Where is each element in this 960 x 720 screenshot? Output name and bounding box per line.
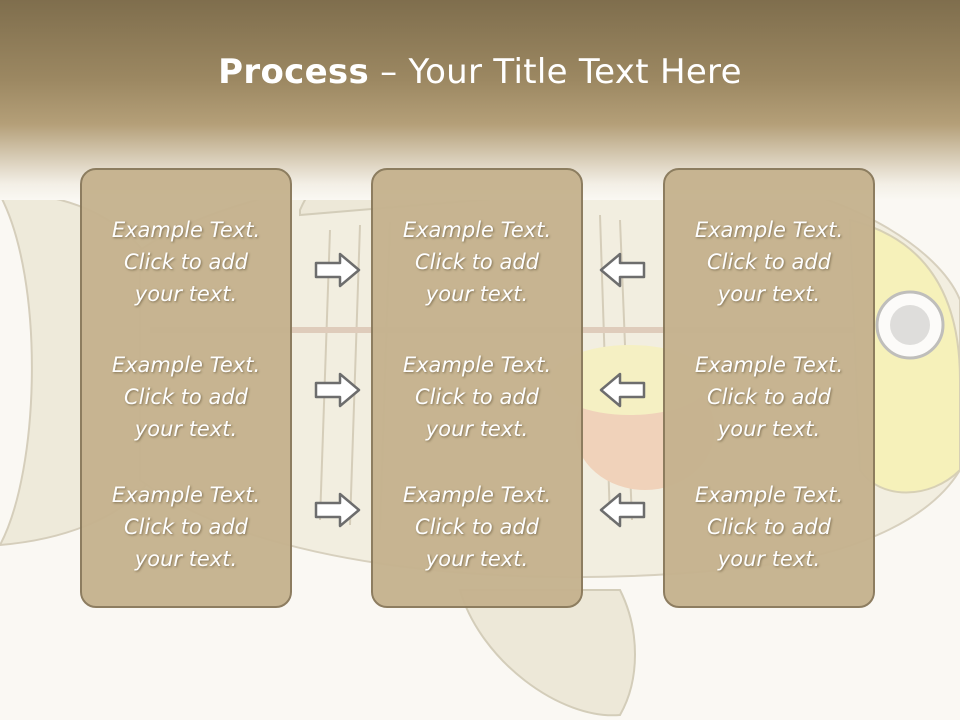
text-block[interactable]: Example Text. Click to add your text.: [82, 349, 290, 445]
text-block[interactable]: Example Text. Click to add your text.: [82, 214, 290, 310]
text-line: your text.: [717, 417, 821, 441]
text-line: Example Text.: [111, 218, 261, 242]
text-line: Example Text.: [111, 483, 261, 507]
text-box-center[interactable]: Example Text. Click to add your text. Ex…: [371, 168, 583, 608]
text-line: Click to add: [123, 385, 248, 409]
right-arrow-icon: [314, 492, 361, 528]
text-line: Click to add: [123, 515, 248, 539]
text-line: Example Text.: [694, 483, 844, 507]
left-arrow-icon: [599, 252, 646, 288]
text-line: your text.: [134, 417, 238, 441]
text-line: Click to add: [414, 385, 539, 409]
text-line: Click to add: [123, 250, 248, 274]
header-band: [0, 0, 960, 200]
text-line: Example Text.: [111, 353, 261, 377]
text-line: your text.: [717, 282, 821, 306]
text-line: Example Text.: [694, 353, 844, 377]
text-line: Click to add: [706, 250, 831, 274]
text-line: your text.: [425, 547, 529, 571]
text-block[interactable]: Example Text. Click to add your text.: [665, 349, 873, 445]
text-block[interactable]: Example Text. Click to add your text.: [373, 214, 581, 310]
title-rest: – Your Title Text Here: [369, 52, 742, 92]
text-line: Click to add: [706, 515, 831, 539]
title-bold: Process: [218, 52, 370, 92]
text-block[interactable]: Example Text. Click to add your text.: [665, 479, 873, 575]
text-line: your text.: [717, 547, 821, 571]
text-line: Click to add: [706, 385, 831, 409]
text-line: Example Text.: [402, 218, 552, 242]
text-line: Example Text.: [402, 483, 552, 507]
text-block[interactable]: Example Text. Click to add your text.: [373, 349, 581, 445]
right-arrow-icon: [314, 252, 361, 288]
text-block[interactable]: Example Text. Click to add your text.: [665, 214, 873, 310]
left-arrow-icon: [599, 492, 646, 528]
text-block[interactable]: Example Text. Click to add your text.: [82, 479, 290, 575]
text-line: Click to add: [414, 515, 539, 539]
text-line: your text.: [425, 417, 529, 441]
text-block[interactable]: Example Text. Click to add your text.: [373, 479, 581, 575]
right-arrow-icon: [314, 372, 361, 408]
text-line: your text.: [425, 282, 529, 306]
text-line: Example Text.: [694, 218, 844, 242]
text-line: Example Text.: [402, 353, 552, 377]
text-line: your text.: [134, 547, 238, 571]
text-box-right[interactable]: Example Text. Click to add your text. Ex…: [663, 168, 875, 608]
text-line: Click to add: [414, 250, 539, 274]
text-line: your text.: [134, 282, 238, 306]
left-arrow-icon: [599, 372, 646, 408]
text-box-left[interactable]: Example Text. Click to add your text. Ex…: [80, 168, 292, 608]
slide-title[interactable]: Process – Your Title Text Here: [0, 52, 960, 92]
